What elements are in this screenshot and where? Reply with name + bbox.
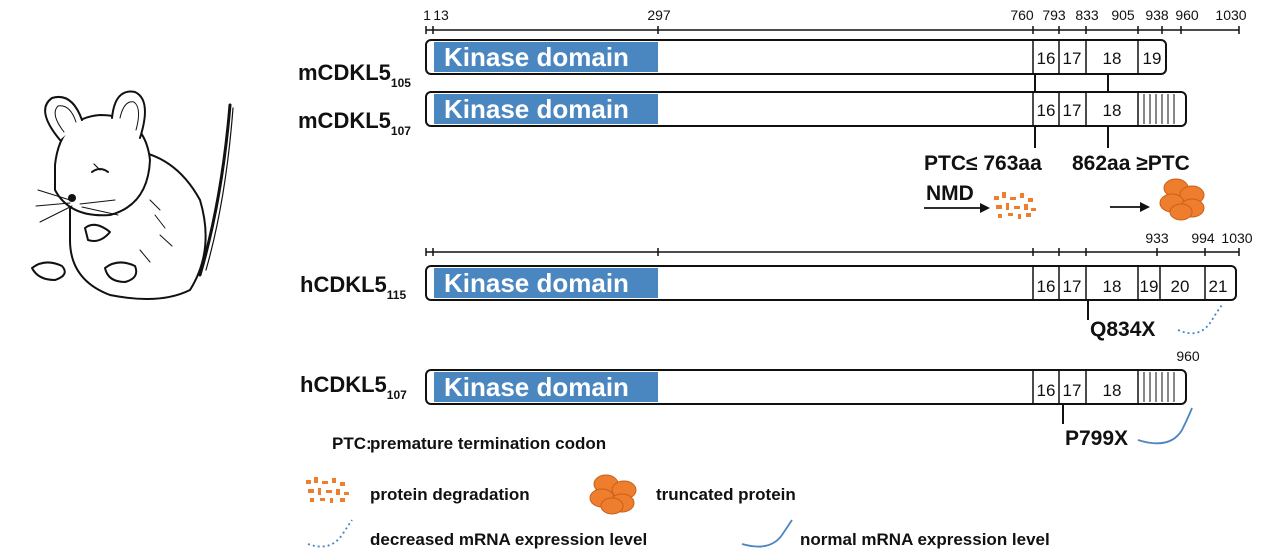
tick-label: 793 — [1042, 7, 1066, 23]
ptc-left-label: PTC≤ 763aa — [924, 152, 1042, 175]
nmd-label: NMD — [926, 182, 974, 205]
tick-label: 1030 — [1221, 230, 1252, 246]
protein-degradation-icon — [994, 192, 1036, 219]
exon-label: 19 — [1140, 277, 1159, 296]
tick-label: 297 — [647, 7, 671, 23]
normal-mrna-icon — [1137, 407, 1193, 445]
normal-mrna-icon — [741, 519, 793, 548]
exon-label: 19 — [1143, 49, 1162, 68]
kinase-domain — [434, 372, 658, 402]
mutation-label-q834x: Q834X — [1090, 318, 1155, 341]
exon-label: 17 — [1063, 381, 1082, 400]
kinase-domain — [434, 268, 658, 298]
exon-label: 17 — [1063, 101, 1082, 120]
exon-label: 18 — [1103, 381, 1122, 400]
isoform-row-mcdkl5-105: mCDKL5105 Kinase domain 16 17 18 19 — [298, 39, 1167, 90]
ptc-connectors — [1034, 74, 1109, 148]
top-scale: 1 13 297 760 793 833 905 938 960 1030 — [423, 7, 1247, 34]
exon-label: 18 — [1103, 277, 1122, 296]
exon-label: 16 — [1037, 101, 1056, 120]
isoform-label: mCDKL5105 — [298, 60, 411, 90]
isoform-row-hcdkl5-107: hCDKL5107 Kinase domain 16 17 18 — [300, 369, 1187, 405]
human-scale: 933 994 1030 — [425, 230, 1253, 256]
isoform-label: hCDKL5107 — [300, 372, 407, 402]
kinase-domain — [434, 94, 658, 124]
ptc-right-label: 862aa ≥PTC — [1072, 152, 1190, 175]
exon-label: 20 — [1171, 277, 1190, 296]
kinase-domain-label: Kinase domain — [444, 42, 629, 72]
tick-label: 1 — [423, 7, 431, 23]
tick-label: 960 — [1176, 348, 1200, 364]
decreased-mrna-icon — [307, 519, 353, 548]
mouse-illustration — [31, 90, 234, 300]
tick-label: 960 — [1175, 7, 1199, 23]
exon-label: 21 — [1209, 277, 1228, 296]
legend: PTC: premature termination codon protein… — [306, 434, 1050, 549]
exon-label: 18 — [1103, 101, 1122, 120]
exon-label: 17 — [1063, 277, 1082, 296]
tick-label: 905 — [1111, 7, 1135, 23]
tick-label: 938 — [1145, 7, 1169, 23]
kinase-domain-label: Kinase domain — [444, 94, 629, 124]
legend-ptc-definition: premature termination codon — [370, 434, 606, 453]
truncated-protein-icon — [1159, 178, 1205, 221]
isoform-label: hCDKL5115 — [300, 272, 406, 302]
tick-label: 13 — [433, 7, 449, 23]
legend-degradation-label: protein degradation — [370, 485, 530, 504]
exon-label: 17 — [1063, 49, 1082, 68]
hatched-region — [1143, 94, 1175, 124]
decreased-mrna-icon — [1177, 304, 1223, 335]
isoform-label: mCDKL5107 — [298, 108, 411, 138]
isoform-row-mcdkl5-107: mCDKL5107 Kinase domain 16 17 18 — [298, 91, 1187, 138]
tick-label: 833 — [1075, 7, 1099, 23]
tick-label: 1030 — [1215, 7, 1246, 23]
exon-label: 16 — [1037, 381, 1056, 400]
isoform-row-hcdkl5-115: hCDKL5115 Kinase domain 16 17 18 19 20 2… — [300, 265, 1237, 302]
kinase-domain-label: Kinase domain — [444, 268, 629, 298]
exon-label: 18 — [1103, 49, 1122, 68]
kinase-domain-label: Kinase domain — [444, 372, 629, 402]
protein-degradation-icon — [306, 477, 349, 503]
tick-label: 994 — [1191, 230, 1215, 246]
legend-ptc-abbr: PTC: — [332, 434, 372, 453]
tick-label: 933 — [1145, 230, 1169, 246]
truncated-protein-icon — [589, 474, 637, 515]
legend-truncated-label: truncated protein — [656, 485, 796, 504]
exon-label: 16 — [1037, 277, 1056, 296]
legend-normal-label: normal mRNA expression level — [800, 530, 1050, 549]
exon-label: 16 — [1037, 49, 1056, 68]
kinase-domain — [434, 42, 658, 72]
arrow-icon — [1110, 202, 1150, 212]
tick-label: 760 — [1010, 7, 1034, 23]
arrow-icon — [924, 203, 990, 213]
mutation-label-p799x: P799X — [1065, 427, 1128, 450]
hatched-region — [1143, 372, 1175, 402]
legend-decreased-label: decreased mRNA expression level — [370, 530, 647, 549]
